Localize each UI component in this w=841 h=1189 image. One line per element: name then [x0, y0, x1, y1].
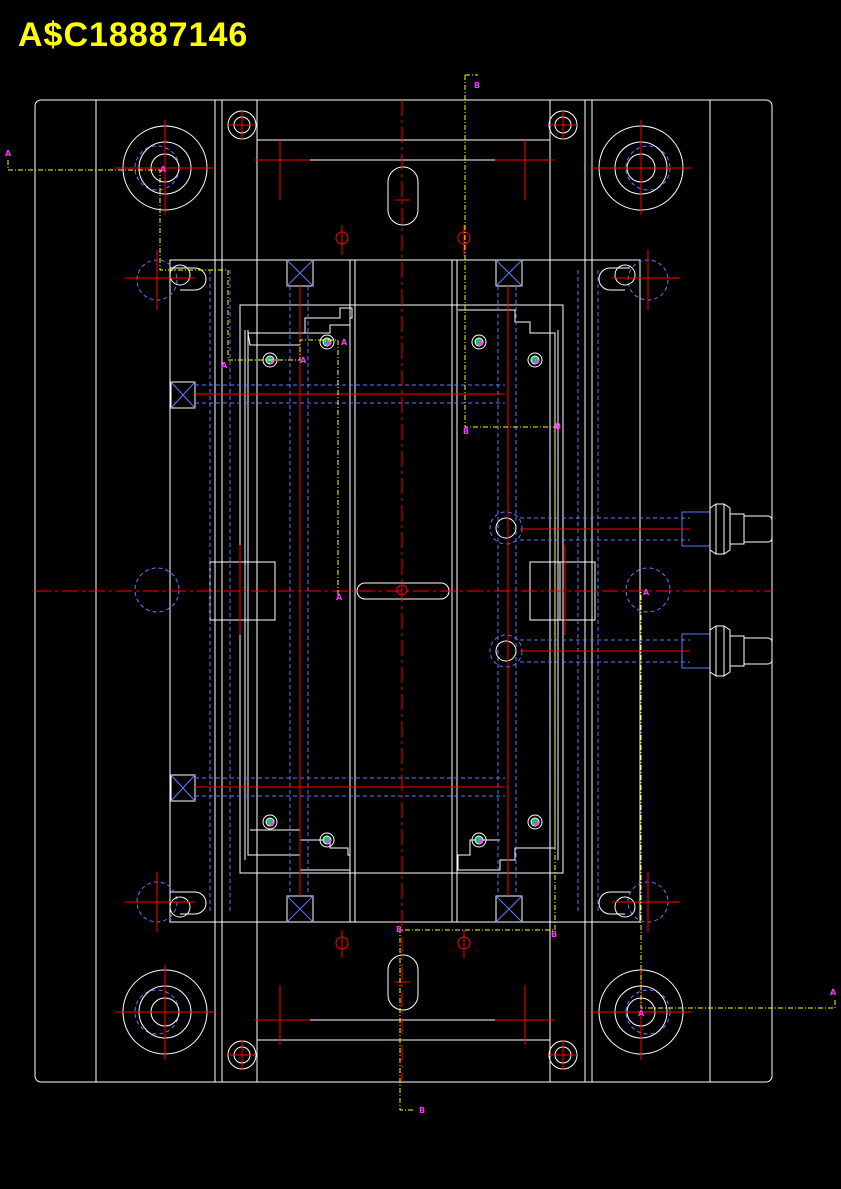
section-marker: A — [643, 588, 650, 597]
water-connector-upper — [681, 503, 773, 555]
section-marker: B — [551, 930, 557, 939]
section-marker: A — [638, 1009, 645, 1018]
section-marker: A — [221, 361, 228, 370]
section-marker: A — [300, 356, 307, 365]
section-marker: B — [419, 1106, 425, 1115]
section-marker: A — [341, 338, 348, 347]
ejector-pins — [262, 334, 543, 848]
section-marker: B — [555, 422, 561, 431]
section-markers: A A A A A A A A A B B B B B B — [5, 81, 837, 1115]
section-lines — [7, 74, 836, 1111]
section-marker: A — [160, 165, 167, 174]
section-marker: A — [830, 988, 837, 997]
drawing-title: A$C18887146 — [18, 16, 249, 54]
mold-plates — [34, 99, 773, 1083]
guide-blocks — [170, 259, 523, 923]
water-connector-lower — [681, 625, 773, 677]
section-marker: A — [5, 149, 12, 158]
section-marker: A — [336, 593, 343, 602]
section-marker: B — [474, 81, 480, 90]
water-connectors — [681, 503, 773, 677]
guide-pins — [122, 110, 684, 1070]
cooling-channels — [134, 145, 690, 1035]
section-marker: B — [463, 427, 469, 436]
centerlines — [35, 100, 772, 1082]
section-marker: B — [396, 925, 402, 934]
